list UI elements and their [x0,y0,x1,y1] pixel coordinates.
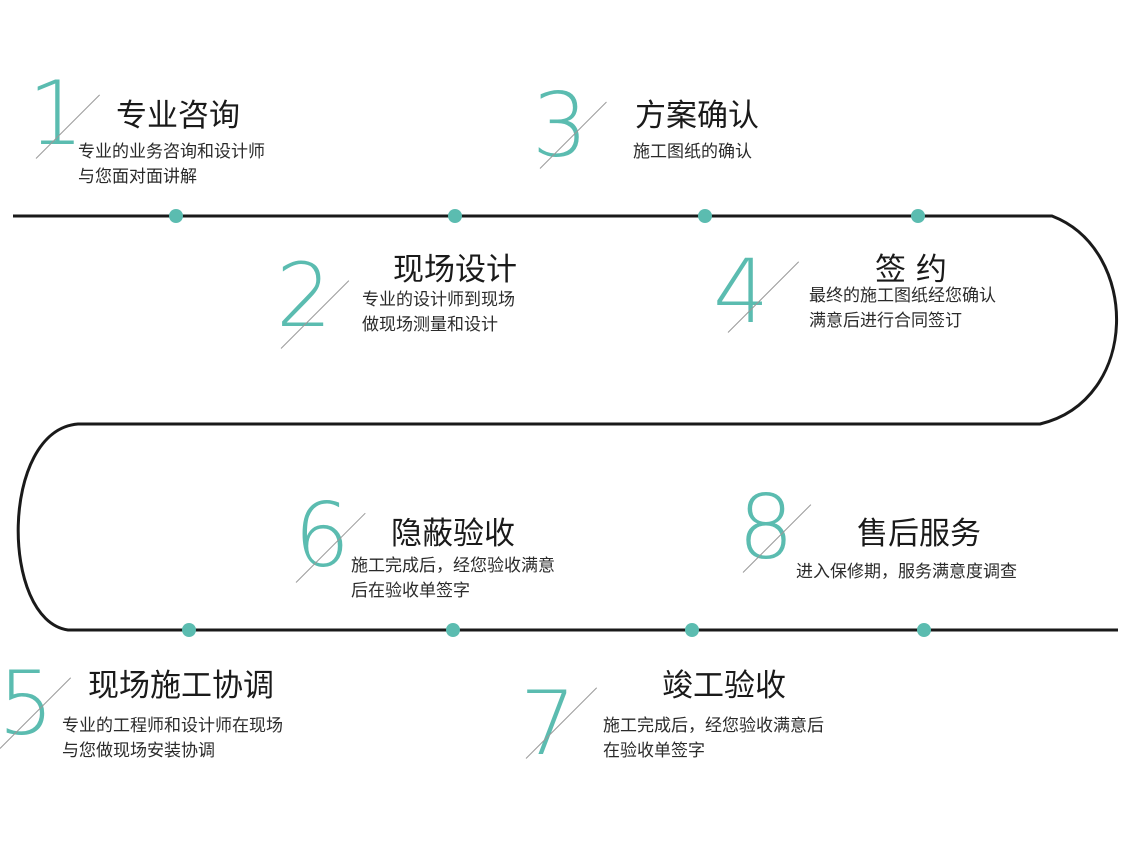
step-description: 施工完成后，经您验收满意后 在验收单签字 [603,714,824,764]
timeline-dot [911,209,925,223]
step-description: 施工图纸的确认 [633,140,752,165]
description-line: 与您做现场安装协调 [62,741,215,761]
step-title: 专业咨询 [116,98,240,134]
description-line: 施工完成后，经您验收满意 [351,556,555,576]
timeline-dot [446,623,460,637]
step-number: 1 [28,62,84,165]
description-line: 施工图纸的确认 [633,142,752,162]
step-number: 2 [276,244,332,347]
timeline-dot [917,623,931,637]
description-line: 在验收单签字 [603,741,705,761]
timeline-dot [182,623,196,637]
timeline-dot [685,623,699,637]
step-description: 专业的设计师到现场 做现场测量和设计 [362,288,515,338]
step-description: 进入保修期，服务满意度调查 [796,560,1017,585]
description-line: 最终的施工图纸经您确认 [809,286,996,306]
description-line: 与您面对面讲解 [78,167,197,187]
timeline-dot [448,209,462,223]
description-line: 专业的业务咨询和设计师 [78,142,265,162]
step-title: 签 约 [875,252,947,288]
description-line: 做现场测量和设计 [362,315,498,335]
step-number: 3 [532,74,588,177]
step-title: 现场设计 [393,252,517,288]
description-line: 专业的工程师和设计师在现场 [62,716,283,736]
step-title: 现场施工协调 [88,668,274,704]
step-title: 售后服务 [857,516,981,552]
description-line: 满意后进行合同签订 [809,311,962,331]
step-description: 专业的业务咨询和设计师 与您面对面讲解 [78,140,265,190]
step-number: 8 [738,476,794,579]
step-description: 最终的施工图纸经您确认 满意后进行合同签订 [809,284,996,334]
description-line: 施工完成后，经您验收满意后 [603,716,824,736]
description-line: 进入保修期，服务满意度调查 [796,562,1017,582]
step-title: 竣工验收 [662,668,786,704]
step-title: 隐蔽验收 [391,516,515,552]
step-description: 专业的工程师和设计师在现场 与您做现场安装协调 [62,714,283,764]
timeline-dot [169,209,183,223]
description-line: 后在验收单签字 [351,581,470,601]
step-number: 5 [0,652,54,755]
timeline-dot [698,209,712,223]
step-description: 施工完成后，经您验收满意 后在验收单签字 [351,554,555,604]
step-title: 方案确认 [635,98,759,134]
step-number: 4 [713,240,769,343]
description-line: 专业的设计师到现场 [362,290,515,310]
